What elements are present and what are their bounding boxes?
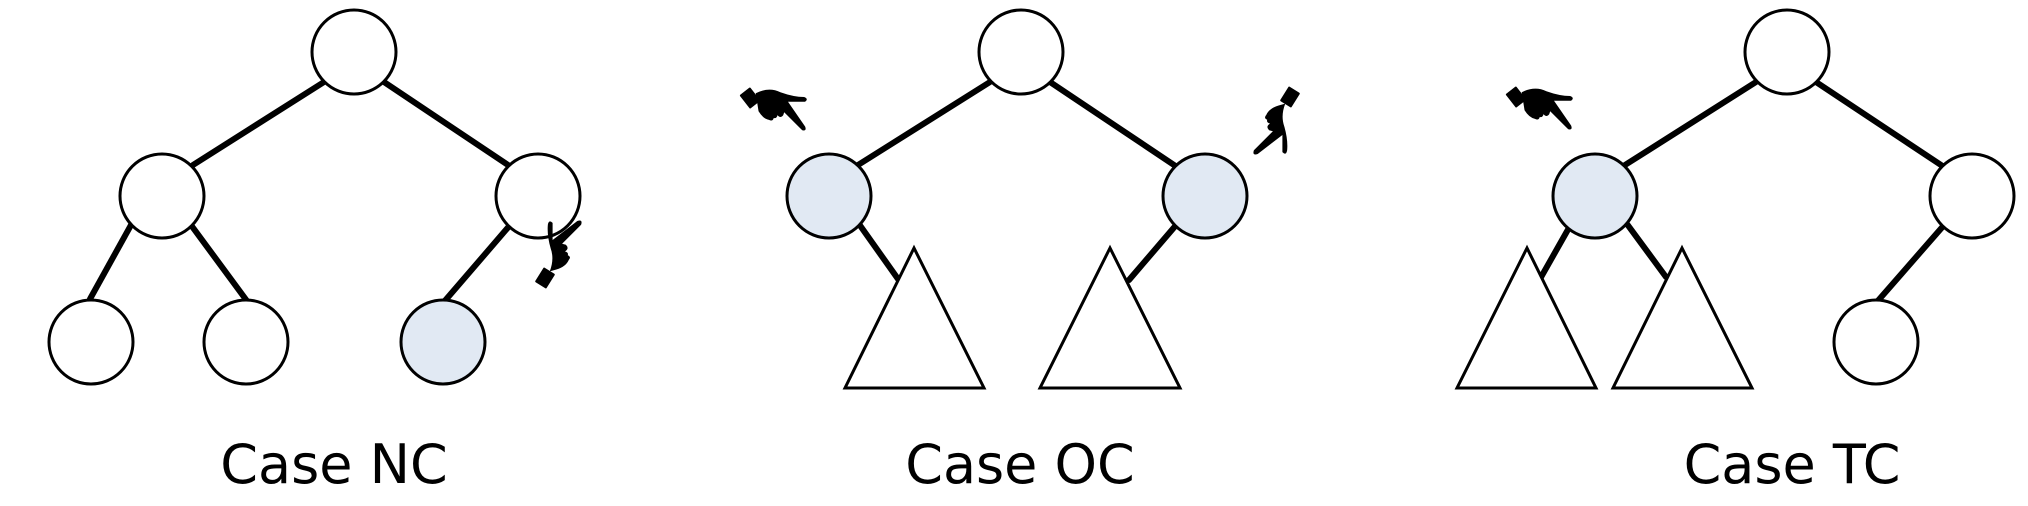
- tree-node-right: [494, 152, 582, 240]
- subtree-triangle: [1610, 244, 1755, 390]
- tree-node-right: [1928, 152, 2016, 240]
- tree-node-left: [1551, 152, 1639, 240]
- panel-case-oc: [739, 8, 1301, 390]
- edge: [381, 79, 514, 170]
- subtree-triangle: [1037, 244, 1183, 390]
- edge: [856, 221, 901, 282]
- pointing-hand-icon: [739, 87, 807, 131]
- edge: [855, 79, 993, 168]
- caption-case-nc: Case NC: [220, 433, 448, 496]
- caption-case-oc: Case OC: [905, 433, 1135, 496]
- edge: [1537, 223, 1573, 282]
- tree-node-left: [118, 152, 206, 240]
- edge: [1622, 79, 1759, 168]
- caption-case-tc: Case TC: [1683, 433, 1901, 496]
- tree-node-left: [785, 152, 873, 240]
- panel-case-tc: [1454, 8, 2016, 390]
- pointing-hand-icon: [1505, 86, 1573, 130]
- edge: [1813, 79, 1947, 170]
- tree-node-right: [1161, 152, 1249, 240]
- edge: [1126, 221, 1180, 283]
- edge: [440, 221, 514, 306]
- tree-node-root: [977, 8, 1065, 96]
- subtree-triangle: [842, 244, 987, 390]
- pointing-hand-icon: [1253, 86, 1301, 155]
- tree-node-left-right: [202, 298, 290, 386]
- edge: [1873, 221, 1948, 306]
- panel-case-nc: [47, 8, 582, 386]
- subtree-triangle: [1454, 244, 1599, 390]
- edge: [188, 222, 250, 304]
- tree-node-right-left: [399, 298, 487, 386]
- tree-node-right-left: [1832, 298, 1920, 386]
- edge: [1047, 79, 1180, 170]
- edge: [87, 222, 134, 302]
- tree-node-root: [310, 8, 398, 96]
- edge: [1624, 221, 1669, 280]
- tree-node-root: [1743, 8, 1831, 96]
- edge: [190, 79, 327, 168]
- tree-node-left-left: [47, 298, 135, 386]
